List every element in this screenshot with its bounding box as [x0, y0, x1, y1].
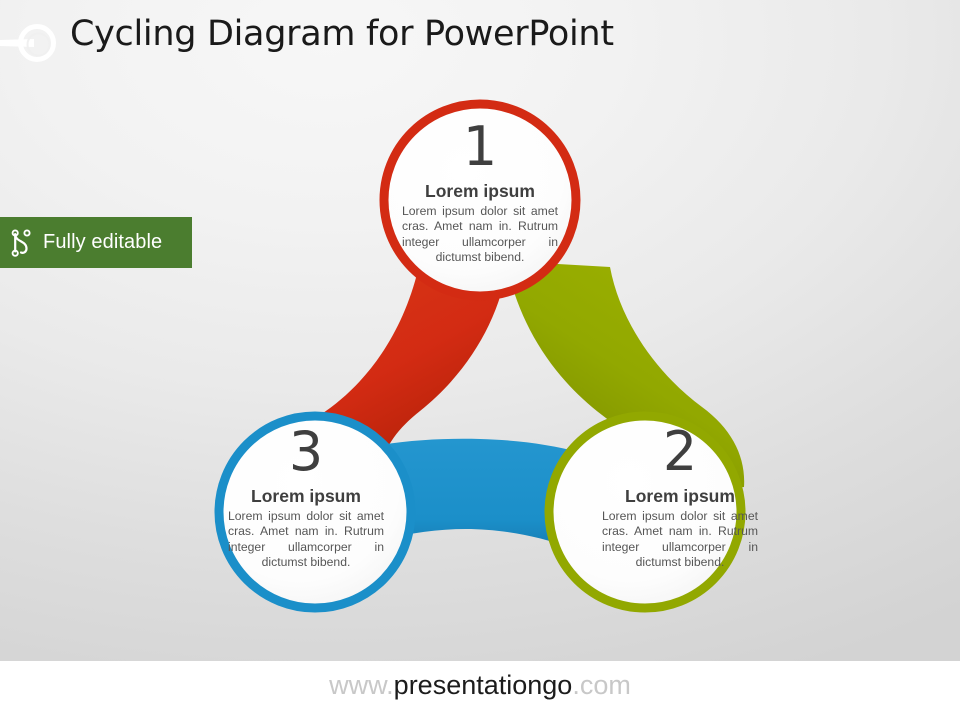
node-heading-1: Lorem ipsum — [425, 181, 535, 201]
node-content-1: 1 Lorem ipsum Lorem ipsum dolor sit amet… — [396, 120, 564, 266]
badge-label: Fully editable — [43, 231, 163, 253]
node-number-3: 3 — [288, 420, 324, 483]
node-content-2: 2 Lorem ipsum Lorem ipsum dolor sit amet… — [596, 425, 764, 571]
node-heading-2: Lorem ipsum — [625, 486, 735, 506]
url-main: presentationgo — [393, 670, 573, 700]
node-content-3: 3 Lorem ipsum Lorem ipsum dolor sit amet… — [222, 425, 390, 571]
bezier-node-icon — [10, 228, 34, 257]
ring-wheel-icon — [0, 20, 62, 66]
node-circle-1[interactable] — [379, 99, 581, 301]
node-body-2: Lorem ipsum dolor sit amet cras. Amet na… — [602, 509, 758, 570]
footer-background — [0, 661, 960, 720]
url-suffix: .com — [572, 670, 631, 700]
fully-editable-badge: Fully editable — [0, 217, 192, 268]
node-circle-3[interactable] — [214, 411, 416, 613]
page-title: Cycling Diagram for PowerPoint — [70, 14, 614, 54]
node-circle-2[interactable] — [544, 411, 746, 613]
footer-url[interactable]: www.presentationgo.com — [0, 670, 960, 701]
node-body-1: Lorem ipsum dolor sit amet cras. Amet na… — [402, 204, 558, 265]
node-number-1: 1 — [462, 115, 498, 178]
node-number-2: 2 — [662, 420, 698, 483]
node-body-3: Lorem ipsum dolor sit amet cras. Amet na… — [228, 509, 384, 570]
url-prefix: www. — [329, 670, 394, 700]
node-heading-3: Lorem ipsum — [251, 486, 361, 506]
cycling-diagram — [170, 85, 810, 645]
